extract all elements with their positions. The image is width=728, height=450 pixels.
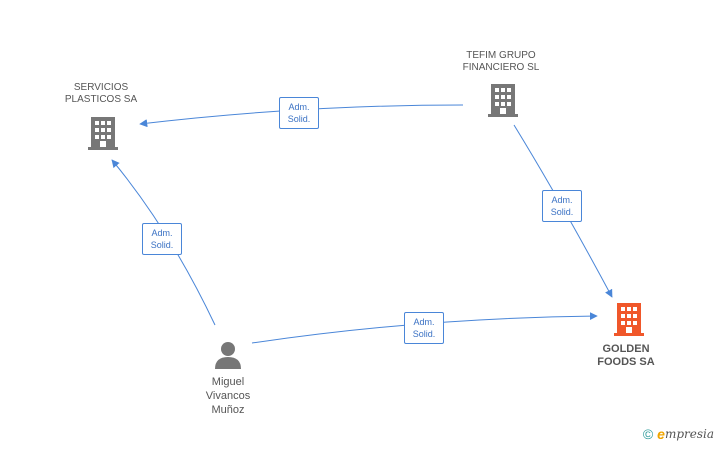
edge-label-tefim-servicios[interactable]: Adm. Solid. — [279, 97, 319, 129]
brand-logo-initial: e — [657, 426, 665, 442]
building-icon-focus[interactable] — [614, 303, 644, 336]
node-label-golden[interactable]: GOLDEN FOODS SA — [566, 343, 686, 369]
copyright-notice: © e mpresia — [643, 426, 714, 442]
person-icon[interactable] — [215, 342, 241, 369]
brand-logo-text: mpresia — [664, 427, 714, 441]
node-label-tefim[interactable]: TEFIM GRUPO FINANCIERO SL — [441, 50, 561, 74]
edge-label-line: Solid. — [550, 207, 574, 217]
node-label-line: FINANCIERO SL — [462, 62, 540, 73]
node-label-line: TEFIM GRUPO — [466, 50, 536, 61]
edge-label-line: Solid. — [287, 114, 311, 124]
node-label-line: GOLDEN — [602, 343, 650, 355]
building-icon[interactable] — [88, 117, 118, 150]
edge-label-miguel-servicios[interactable]: Adm. Solid. — [142, 223, 182, 255]
node-label-line: Miguel — [211, 376, 245, 388]
node-label-line: Muñoz — [211, 404, 245, 416]
edge-label-line: Solid. — [412, 329, 436, 339]
node-label-line: Vivancos — [205, 390, 251, 402]
node-label-miguel[interactable]: Miguel Vivancos Muñoz — [168, 375, 288, 417]
node-label-line: SERVICIOS — [73, 82, 129, 93]
copyright-icon: © — [642, 426, 654, 442]
edge-label-line: Adm. — [551, 195, 573, 205]
edge-label-line: Solid. — [150, 240, 174, 250]
node-label-line: FOODS SA — [597, 356, 655, 368]
node-label-line: PLASTICOS SA — [64, 94, 138, 105]
edge-label-tefim-golden[interactable]: Adm. Solid. — [542, 190, 582, 222]
edge-label-line: Adm. — [413, 317, 435, 327]
edge-label-miguel-golden[interactable]: Adm. Solid. — [404, 312, 444, 344]
building-icon[interactable] — [488, 84, 518, 117]
edge-label-line: Adm. — [288, 102, 310, 112]
node-label-servicios[interactable]: SERVICIOS PLASTICOS SA — [41, 82, 161, 106]
edge-label-line: Adm. — [151, 228, 173, 238]
